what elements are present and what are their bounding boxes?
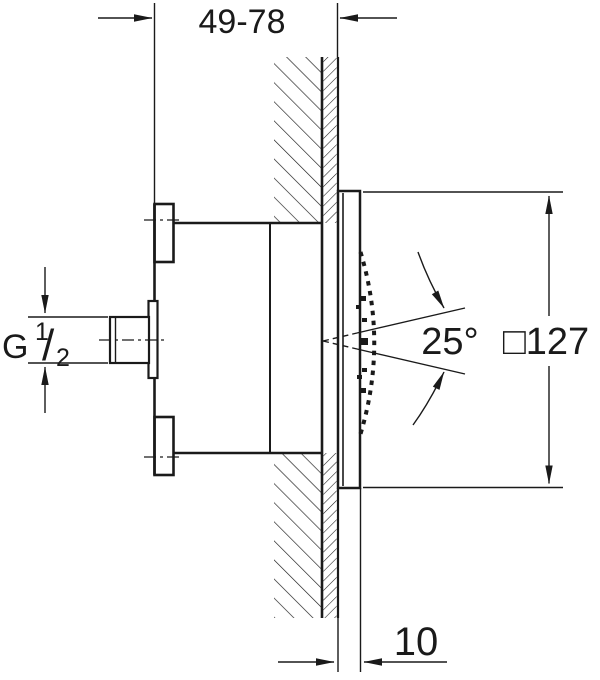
shower-body (144, 202, 322, 477)
faceplate (336, 189, 362, 490)
angle-line-lower-dashed (322, 340, 358, 350)
thread-label-slash: / (42, 321, 55, 370)
faceplate-size-label: □127 (503, 321, 589, 363)
angle-line-lower (356, 348, 466, 375)
dim-thread-size: G 1 / 2 (2, 267, 108, 413)
nozzle-dot (356, 305, 361, 309)
thread-label-g: G (2, 328, 28, 366)
nozzle-dot (357, 375, 362, 379)
dim-faceplate-size: □127 (363, 191, 589, 489)
dim-installation-depth: 49-78 (98, 3, 397, 204)
inlet-fitting (99, 299, 166, 380)
angle-leader-arrow-upper (417, 251, 445, 309)
wall-section (274, 57, 340, 618)
wall-hatch-top (274, 57, 322, 223)
thread-label-denominator: 2 (56, 344, 70, 372)
angle-line-upper (356, 307, 466, 334)
mounting-tab-bottom (153, 415, 175, 477)
spray-face-arc (358, 251, 377, 435)
angle-leader-arrow-lower (412, 371, 445, 426)
nozzle-dot (362, 318, 367, 322)
tile-hatch-top (323, 57, 337, 223)
dim-faceplate-offset: 10 (278, 488, 447, 672)
mounting-tab-top (153, 202, 175, 264)
nozzle-dot (362, 368, 367, 372)
faceplate-offset-label: 10 (394, 620, 439, 664)
angle-line-upper-dashed (322, 332, 358, 342)
spray-face-dots (356, 251, 377, 435)
thread-label-numerator: 1 (35, 318, 49, 346)
nozzle-dot (359, 338, 368, 345)
installation-depth-label: 49-78 (199, 3, 286, 41)
nozzle-dot (360, 388, 366, 393)
faceplate-outline (336, 189, 362, 490)
nozzle-dot (360, 296, 366, 301)
tile-hatch-bottom (323, 453, 337, 618)
wall-hatch-bottom (274, 453, 322, 618)
dim-spray-angle: 25° (322, 251, 479, 426)
spray-angle-label: 25° (421, 321, 478, 363)
